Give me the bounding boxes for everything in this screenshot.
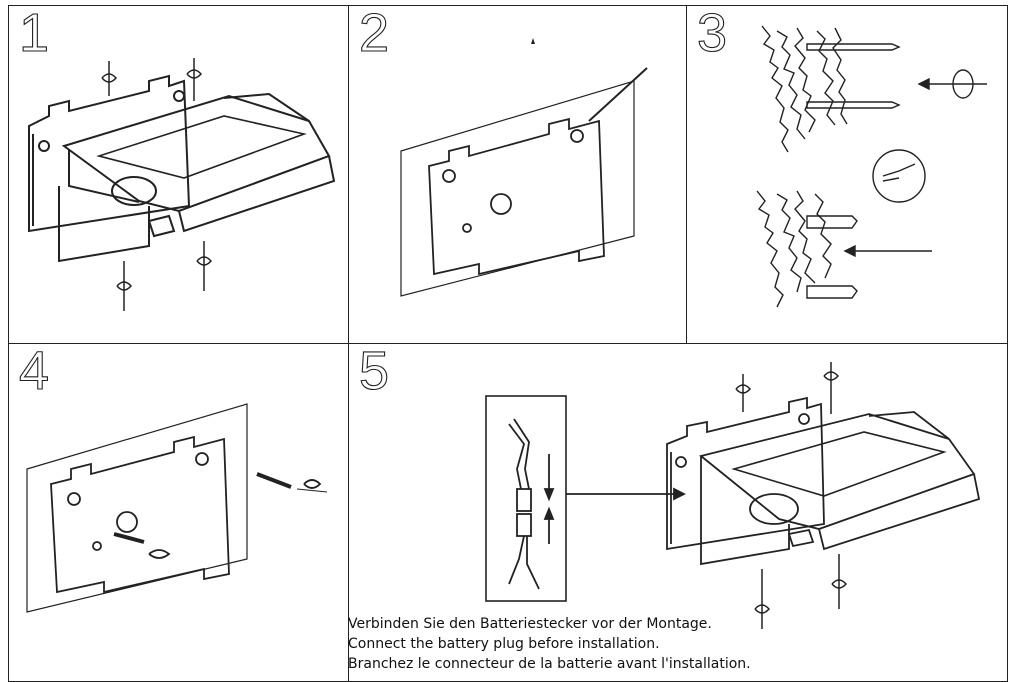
connector-plug-icon <box>508 418 555 590</box>
step-1-number: 1 <box>18 5 50 63</box>
step-2-number: 2 <box>358 5 390 63</box>
step-3-panel: 3 <box>686 5 1008 345</box>
wall-texture-upper <box>761 25 848 153</box>
step-3-number: 3 <box>696 5 728 63</box>
wall-surface <box>400 80 635 297</box>
caption-english: Connect the battery plug before installa… <box>348 636 660 652</box>
step-2-panel: 2 <box>348 5 688 345</box>
mounting-plate <box>28 74 191 233</box>
wall-surface <box>26 403 248 613</box>
step-4-number: 4 <box>18 343 50 401</box>
installation-caption: Verbinden Sie den Batteriestecker vor de… <box>348 614 1008 674</box>
step-5-panel: 5 <box>348 343 1008 682</box>
drill-bit-icon <box>806 43 901 109</box>
wall-plug-icon <box>806 215 858 299</box>
step-4-illustration <box>26 403 328 613</box>
step-1-illustration <box>28 58 336 311</box>
magnifier-icon <box>872 149 926 203</box>
step-1-panel: 1 <box>8 5 350 345</box>
mounting-plate <box>666 396 825 551</box>
caption-german: Verbinden Sie den Batteriestecker vor de… <box>348 616 712 632</box>
screw-rotate-icon <box>735 362 847 629</box>
mounting-plate <box>428 117 605 276</box>
screw-rotate-icon <box>101 58 212 311</box>
step-5-illustration <box>485 362 981 629</box>
mounting-plate <box>50 435 230 594</box>
step-3-illustration <box>756 25 987 308</box>
caption-french: Branchez le connecteur de la batterie av… <box>348 656 751 672</box>
screw-icon <box>256 472 328 493</box>
step-4-panel: 4 <box>8 343 350 682</box>
lamp-body <box>58 186 150 263</box>
step-5-number: 5 <box>358 343 390 401</box>
wall-texture-lower <box>756 190 832 308</box>
rotation-arrow-icon <box>917 69 987 99</box>
step-2-illustration <box>400 38 648 297</box>
connector-inset <box>485 395 567 602</box>
